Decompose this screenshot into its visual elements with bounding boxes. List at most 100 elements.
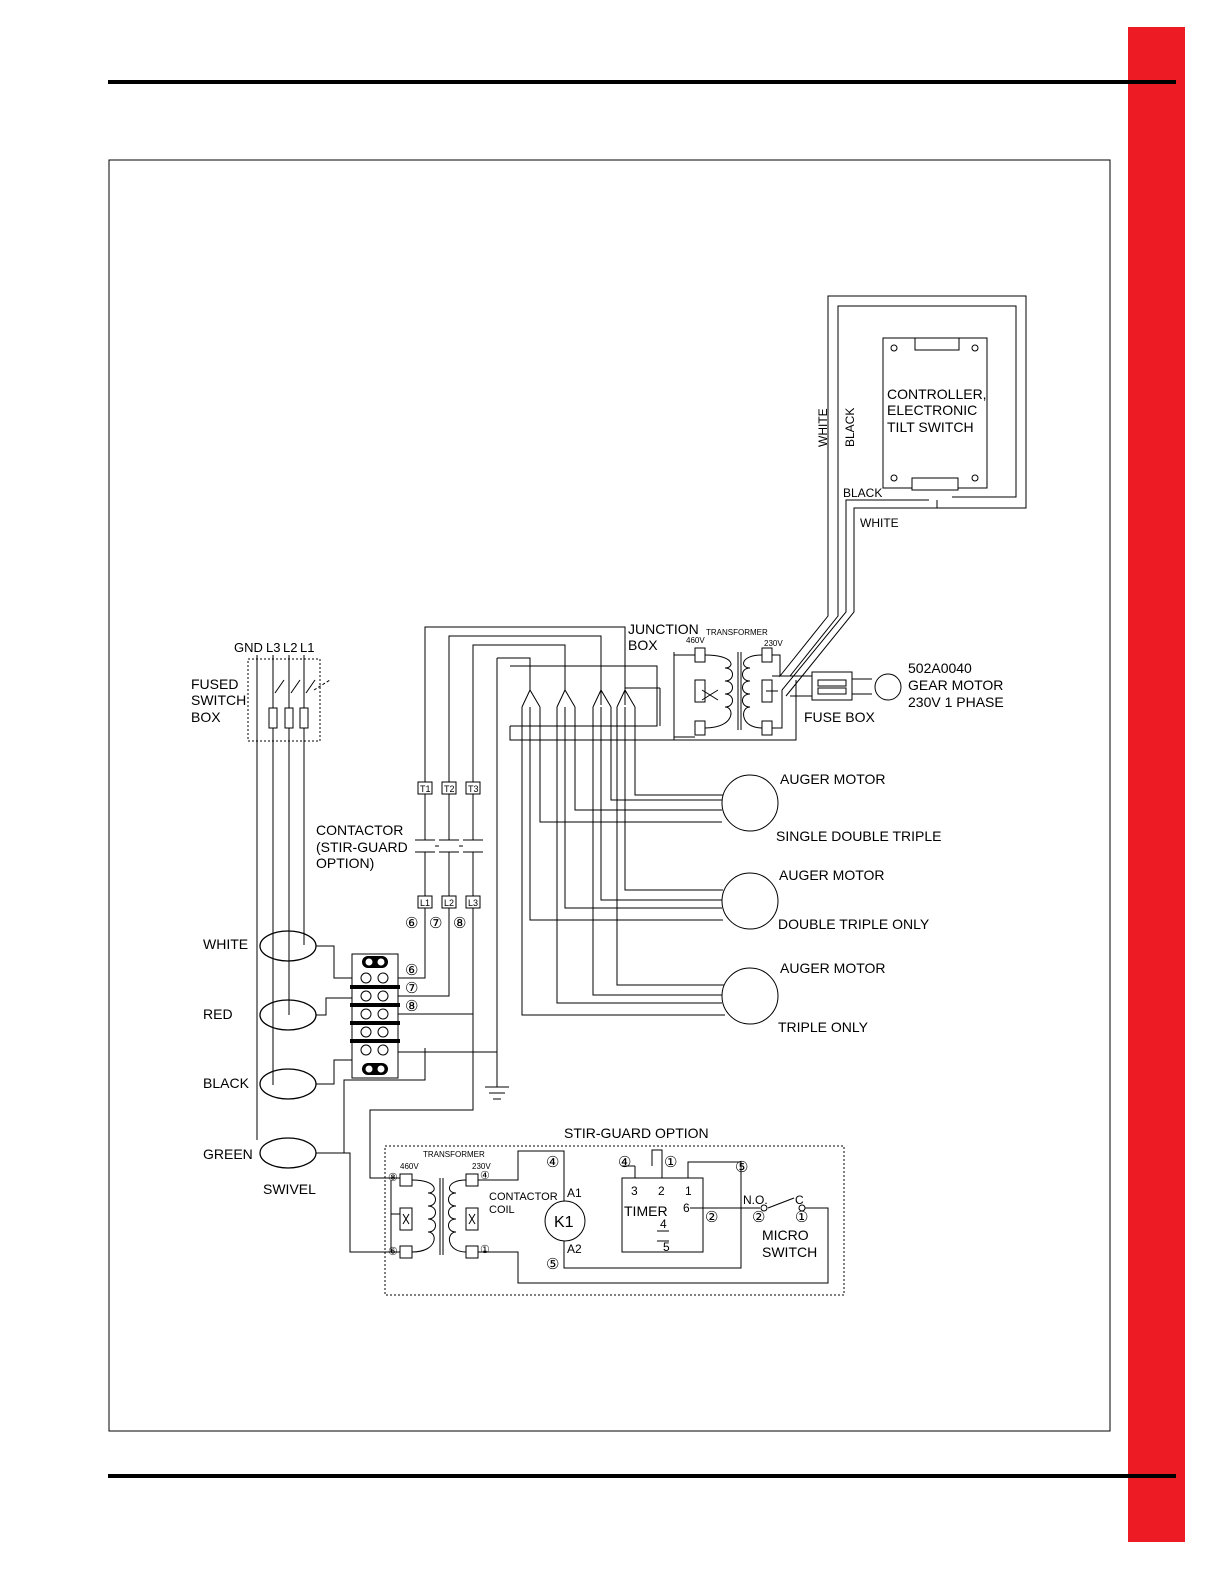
stir-guard-marker-1: ① [480, 1244, 490, 1256]
contactor-label-2: (STIR-GUARD [316, 839, 408, 855]
block-marker-6: ⑥ [405, 962, 418, 979]
controller-label-3: TILT SWITCH [887, 419, 974, 435]
auger-motor-2-title: AUGER MOTOR [779, 867, 885, 883]
timer-pin-3: 3 [631, 1184, 638, 1198]
fused-switch-label-2: SWITCH [191, 692, 246, 708]
auger-motor-1-title: AUGER MOTOR [780, 771, 886, 787]
contactor-l3: L3 [468, 898, 478, 908]
contactor-coil-label-2: COIL [489, 1204, 515, 1216]
timer-marker-1: ① [664, 1154, 677, 1171]
coil-marker-4: ④ [546, 1154, 559, 1171]
stir-guard-marker-6: ⑥ [388, 1246, 398, 1258]
junction-box-label-2: BOX [628, 637, 658, 653]
k1-coil-circle [544, 1200, 586, 1242]
contactor-label-3: OPTION) [316, 855, 374, 871]
micro-switch-label-2: SWITCH [762, 1244, 817, 1260]
fused-switch-box [247, 655, 331, 1140]
gear-motor-circle [874, 673, 902, 701]
wire-label-white: WHITE [860, 516, 899, 530]
main-transformer-title: TRANSFORMER [706, 628, 768, 637]
swivel-ring-white: WHITE [203, 936, 248, 952]
stir-guard-box [384, 1145, 845, 1296]
gear-motor-label-2: GEAR MOTOR [908, 677, 1003, 693]
timer-pin-4: 4 [660, 1217, 667, 1231]
timer-label: TIMER [624, 1203, 668, 1219]
gear-motor-label-3: 230V 1 PHASE [908, 694, 1004, 710]
contactor-coil-label-1: CONTACTOR [489, 1191, 558, 1203]
contactor-l2: L2 [444, 898, 454, 908]
auger-motor-1-caption: SINGLE DOUBLE TRIPLE [776, 828, 941, 844]
micro-switch-marker-2: ② [752, 1209, 765, 1226]
k1-label: K1 [554, 1214, 574, 1231]
stir-guard-title: STIR-GUARD OPTION [564, 1125, 709, 1141]
stir-guard-marker-4: ④ [480, 1170, 490, 1182]
micro-switch-marker-1: ① [795, 1209, 808, 1226]
contactor-to-junction-wires [424, 626, 626, 782]
timer-marker-5: ⑤ [735, 1159, 748, 1176]
swivel-rings [259, 930, 317, 1169]
micro-switch-c-label: C [795, 1193, 804, 1207]
swivel-label: SWIVEL [263, 1181, 316, 1197]
fuse-box [811, 671, 853, 701]
stir-guard-feed-wires [344, 1014, 474, 1253]
stir-guard-transformer-primary: 460V [400, 1162, 419, 1171]
main-transformer-primary: 460V [686, 636, 705, 645]
fused-switch-label-1: FUSED [191, 676, 238, 692]
contactor [415, 781, 483, 909]
auger-motor-3-caption: TRIPLE ONLY [778, 1019, 869, 1035]
timer-marker-4: ④ [618, 1154, 631, 1171]
wire-label-white-vertical: WHITE [816, 408, 830, 447]
stir-guard-marker-8: ⑧ [388, 1172, 398, 1184]
junction-box [510, 665, 661, 727]
stir-guard-transformer-secondary: 230V [472, 1162, 491, 1171]
stir-guard-transformer [390, 1173, 479, 1259]
l1-label: L1 [300, 640, 314, 655]
stir-guard-circuit-wires [478, 1149, 829, 1284]
controller-label-2: ELECTRONIC [887, 402, 977, 418]
timer-box [621, 1177, 704, 1253]
contactor-marker-7: ⑦ [429, 915, 442, 932]
controller-box [882, 337, 988, 491]
junction-to-auger-wires [509, 680, 797, 1016]
contactor-t3: T3 [468, 784, 479, 794]
wire-label-black: BLACK [843, 486, 882, 500]
block-marker-7: ⑦ [405, 980, 418, 997]
top-rule [108, 80, 1176, 84]
micro-switch-label-1: MICRO [762, 1227, 809, 1243]
auger-motor-circles [721, 774, 779, 1025]
contactor-marker-8: ⑧ [453, 915, 466, 932]
l2-label: L2 [283, 640, 297, 655]
contactor-l1: L1 [420, 898, 430, 908]
gear-motor-label-1: 502A0040 [908, 660, 972, 676]
main-transformer [673, 647, 778, 740]
gnd-label: GND [234, 640, 263, 655]
block-to-contactor-wires [398, 658, 509, 1100]
main-transformer-secondary: 230V [764, 639, 783, 648]
micro-switch-no-contact [760, 1204, 768, 1212]
contactor-t1: T1 [420, 784, 431, 794]
timer-pin-2: 2 [658, 1184, 665, 1198]
contactor-marker-6: ⑥ [405, 915, 418, 932]
fuse-box-label: FUSE BOX [804, 709, 875, 725]
controller-wiring [772, 295, 1027, 729]
bottom-rule [108, 1474, 1176, 1478]
micro-switch-no-label: N.O. [743, 1193, 768, 1207]
swivel-ring-red: RED [203, 1006, 233, 1022]
coil-a1-label: A1 [567, 1186, 582, 1200]
auger-motor-3-title: AUGER MOTOR [780, 960, 886, 976]
timer-pin-1: 1 [685, 1184, 692, 1198]
controller-label-1: CONTROLLER, [887, 386, 987, 402]
swivel-to-block-wires [316, 945, 426, 1154]
diagram-frame [108, 159, 1111, 1432]
wire-label-black-vertical: BLACK [843, 408, 857, 447]
stir-guard-transformer-title: TRANSFORMER [423, 1150, 485, 1159]
auger-motor-2-caption: DOUBLE TRIPLE ONLY [778, 916, 930, 932]
block-marker-8: ⑧ [405, 998, 418, 1015]
timer-pin-6: 6 [683, 1201, 690, 1215]
terminal-block [350, 953, 400, 1079]
fused-switch-label-3: BOX [191, 709, 221, 725]
l3-label: L3 [266, 640, 280, 655]
contactor-t2: T2 [444, 784, 455, 794]
timer-marker-2: ② [705, 1209, 718, 1226]
micro-switch-c-contact [798, 1204, 806, 1212]
